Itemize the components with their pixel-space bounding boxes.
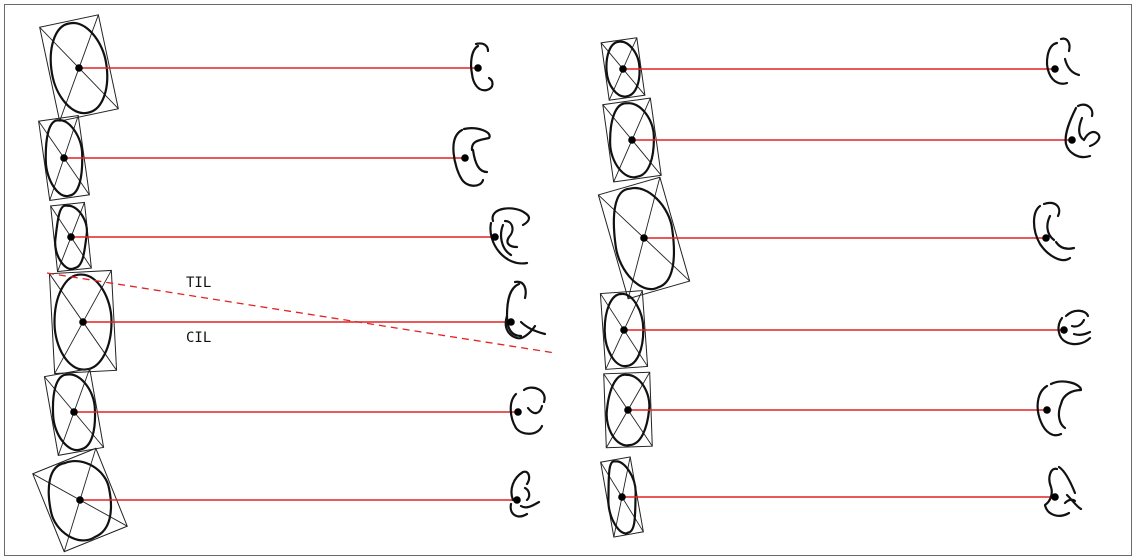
- diagram-rows: [32, 14, 1101, 553]
- box-outline: [603, 371, 653, 449]
- sketch-dot-12: [1051, 493, 1059, 501]
- sketch-dot-1: [474, 64, 482, 72]
- auricle-sketch-2: [452, 127, 491, 187]
- til-dashed-line: [46, 272, 556, 354]
- box-outline: [48, 269, 118, 375]
- traced-oval: [47, 460, 113, 542]
- sketch-dot-3: [491, 233, 499, 241]
- traced-oval: [609, 102, 655, 179]
- center-dot-5: [70, 408, 78, 416]
- auricle-sketch-3: [489, 207, 531, 265]
- box-outline: [599, 290, 649, 370]
- box-outline: [600, 37, 646, 101]
- auricle-sketch-1: [470, 42, 494, 92]
- row-9: [597, 176, 1076, 300]
- center-dot-9: [640, 234, 648, 242]
- box-outline: [38, 115, 90, 201]
- box-outline: [600, 456, 644, 538]
- center-dot-4: [79, 318, 87, 326]
- center-dot-6: [76, 496, 84, 504]
- sketch-dot-8: [1068, 136, 1076, 144]
- sketch-dot-2: [461, 154, 469, 162]
- box-outline: [50, 201, 92, 273]
- box-outline: [39, 14, 119, 122]
- auricle-sketch-12: [1043, 465, 1083, 517]
- traced-oval: [54, 204, 88, 271]
- sketch-dot-7: [1051, 65, 1059, 73]
- center-dot-11: [624, 406, 632, 414]
- sketch-dot-9: [1042, 234, 1050, 242]
- row-7: [600, 37, 1081, 101]
- traced-oval: [612, 186, 675, 291]
- sketch-dot-6: [513, 496, 521, 504]
- auricle-sketch-4: [504, 280, 547, 340]
- row-6: [32, 447, 541, 553]
- row-1: [39, 14, 494, 122]
- row-4: [48, 269, 547, 375]
- row-10: [599, 290, 1092, 370]
- center-dot-2: [60, 154, 68, 162]
- sketch-dot-10: [1060, 326, 1068, 334]
- traced-oval: [51, 373, 97, 452]
- sketch-dot-4: [507, 318, 515, 326]
- traced-oval: [49, 22, 109, 115]
- auricle-sketch-10: [1057, 309, 1092, 346]
- box-outline: [597, 176, 691, 300]
- center-dot-8: [628, 136, 636, 144]
- center-dot-7: [619, 65, 627, 73]
- traced-oval: [605, 373, 651, 447]
- row-3: [50, 201, 531, 273]
- traced-oval: [44, 119, 84, 198]
- box-outline: [43, 368, 105, 456]
- auricle-sketch-6: [509, 470, 541, 518]
- traced-oval: [603, 292, 645, 368]
- row-5: [43, 368, 546, 456]
- auricle-sketch-7: [1046, 37, 1081, 85]
- figure-border: [4, 4, 1132, 556]
- traced-oval: [605, 40, 641, 98]
- center-dot-12: [618, 493, 626, 501]
- cil-label: CIL: [186, 330, 211, 346]
- box-outline: [32, 447, 128, 553]
- traced-oval: [607, 460, 637, 535]
- auricle-sketch-9: [1032, 201, 1076, 262]
- row-12: [600, 456, 1083, 538]
- row-2: [38, 115, 491, 201]
- row-8: [602, 97, 1101, 183]
- box-outline: [602, 97, 662, 183]
- row-11: [603, 371, 1083, 449]
- center-dot-1: [75, 64, 83, 72]
- auricle-sketch-5: [509, 386, 546, 435]
- sketch-dot-11: [1043, 406, 1051, 414]
- sketch-dot-5: [514, 408, 522, 416]
- auricle-sketch-8: [1064, 103, 1101, 159]
- til-label: TIL: [186, 275, 211, 291]
- auricle-sketch-11: [1036, 380, 1083, 437]
- center-dot-10: [620, 326, 628, 334]
- center-dot-3: [67, 233, 75, 241]
